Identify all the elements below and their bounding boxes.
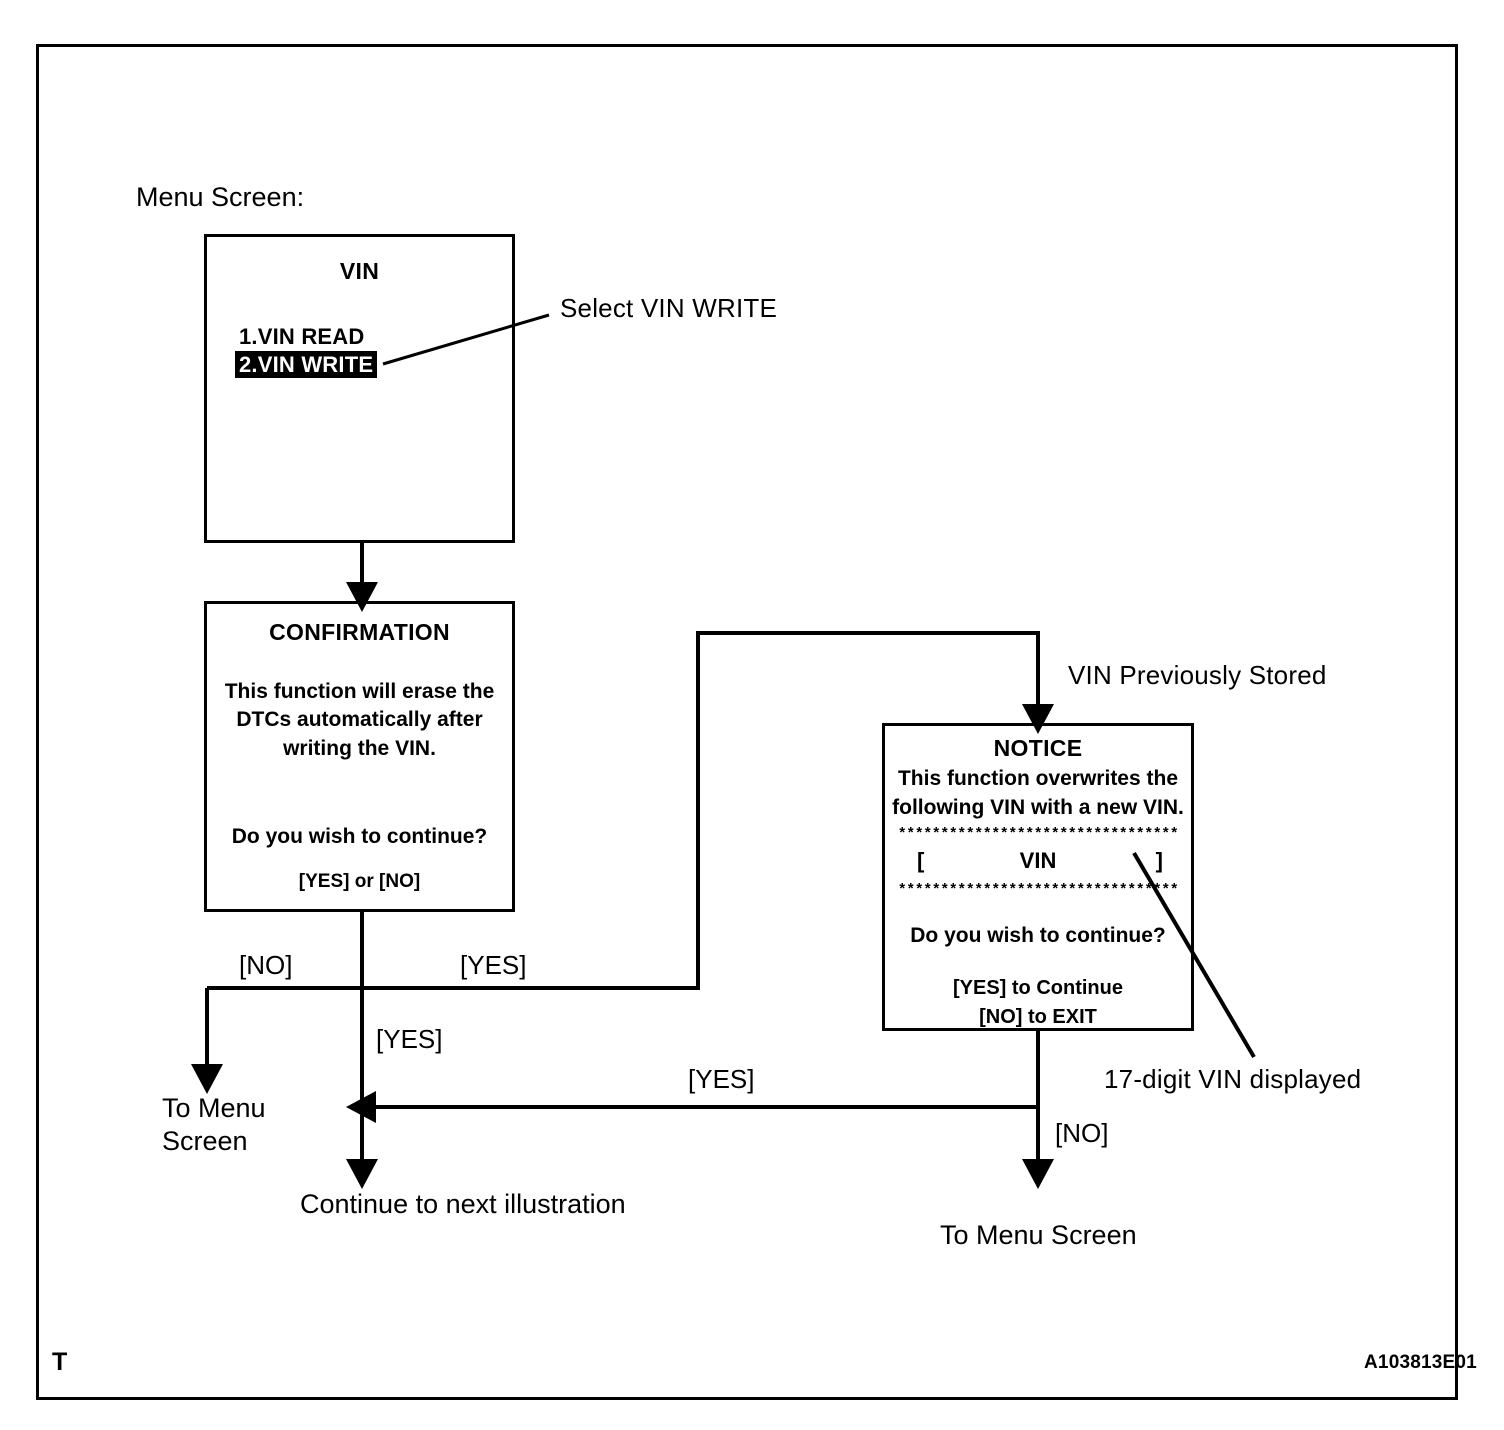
notice-body-line-1: This function overwrites the [897, 767, 1179, 790]
confirmation-body-line-1: This function will erase the [224, 680, 495, 703]
vin-bracket-right: ] [1155, 848, 1163, 874]
terminal-to-menu-screen-right: To Menu Screen [940, 1220, 1137, 1250]
menu-row-vin-write: 2.VIN WRITE [235, 350, 512, 379]
confirmation-options: [YES] or [NO] [298, 871, 421, 893]
notice-body: This function overwrites the following V… [885, 765, 1191, 822]
confirmation-body: This function will erase the DTCs automa… [207, 678, 512, 763]
flow-label-no-exit: [NO] [1055, 1118, 1109, 1148]
corner-mark-t: T [52, 1348, 68, 1376]
figure-frame [36, 44, 1458, 1400]
annotation-vin-previously-stored: VIN Previously Stored [1068, 660, 1327, 690]
notice-separator-top: ********************************* [897, 827, 1179, 843]
notice-option-no: [NO] to EXIT [979, 1006, 1097, 1029]
terminal-continue-next-illustration: Continue to next illustration [300, 1189, 626, 1219]
vin-bracket-left: [ [917, 848, 925, 874]
notice-title: NOTICE [993, 735, 1083, 761]
annotation-17-digit-vin: 17-digit VIN displayed [1104, 1064, 1362, 1094]
confirmation-question: Do you wish to continue? [231, 825, 488, 849]
vin-menu-list: 1.VIN READ 2.VIN WRITE [207, 323, 512, 379]
confirmation-screen: CONFIRMATION This function will erase th… [204, 601, 515, 912]
flow-label-yes-down: [YES] [376, 1024, 443, 1054]
notice-option-yes: [YES] to Continue [953, 977, 1123, 1000]
confirmation-body-line-3: writing the VIN. [283, 736, 436, 760]
confirmation-title: CONFIRMATION [269, 619, 450, 645]
notice-body-line-2: following VIN with a new VIN. [892, 795, 1184, 819]
flow-label-no-left: [NO] [239, 950, 293, 980]
confirmation-body-line-2: DTCs automatically after [236, 708, 483, 732]
vin-field-label: VIN [1019, 848, 1057, 874]
terminal-to-menu-screen-left-line1: To Menu [162, 1093, 266, 1123]
flow-label-yes-right: [YES] [460, 950, 527, 980]
vin-menu-title: VIN [339, 258, 380, 284]
menu-item-vin-write[interactable]: 2.VIN WRITE [235, 350, 378, 379]
menu-item-vin-read[interactable]: 1.VIN READ [239, 324, 365, 349]
terminal-to-menu-screen-left-line2: Screen [162, 1126, 248, 1156]
notice-separator-bottom: ********************************* [897, 883, 1179, 899]
annotation-select-vin-write: Select VIN WRITE [560, 293, 778, 323]
notice-question: Do you wish to continue? [910, 924, 1166, 948]
notice-screen: NOTICE This function overwrites the foll… [882, 723, 1194, 1031]
menu-row-vin-read: 1.VIN READ [235, 323, 512, 351]
notice-options: [YES] to Continue [NO] to EXIT [885, 974, 1191, 1032]
vin-menu-screen: VIN 1.VIN READ 2.VIN WRITE [204, 234, 515, 543]
notice-vin-field: [ VIN ] [885, 848, 1191, 878]
figure-id: A103813E01 [1364, 1352, 1477, 1373]
menu-screen-heading: Menu Screen: [136, 182, 305, 212]
flow-label-yes-return: [YES] [688, 1064, 755, 1094]
